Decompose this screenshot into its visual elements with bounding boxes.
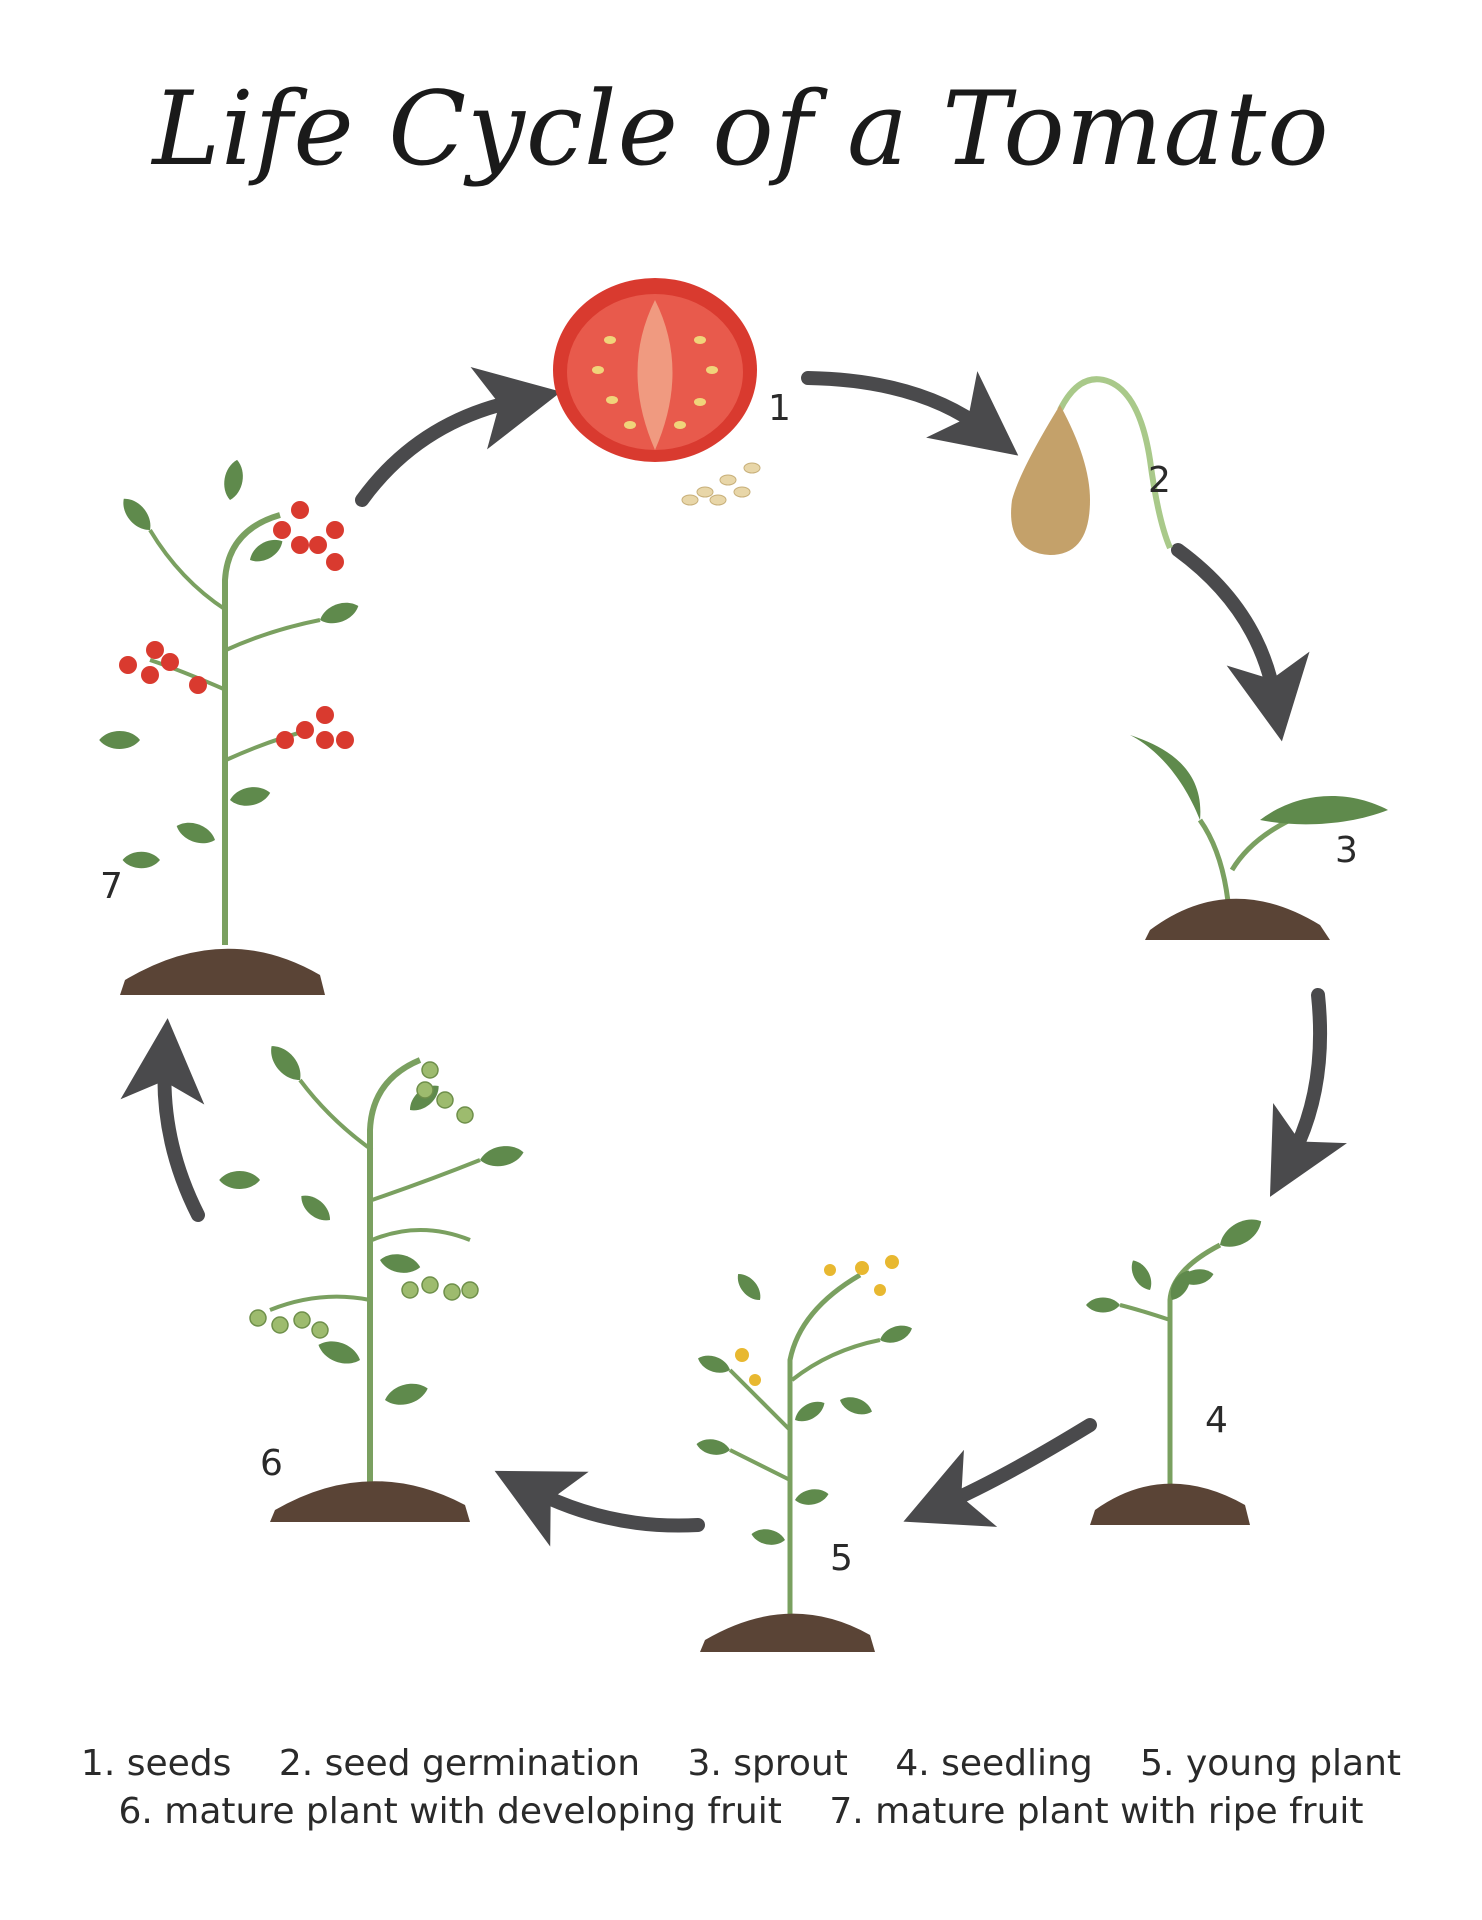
stage-5-young-plant-illustration	[695, 1255, 915, 1652]
arrow-7-to-1	[355, 367, 562, 507]
stage-number-4: 4	[1205, 1400, 1228, 1441]
arrow-2-to-3	[1171, 543, 1310, 742]
stage-number-5: 5	[830, 1538, 853, 1579]
stage-number-2: 2	[1148, 460, 1171, 501]
legend-item-1: 1. seeds	[80, 1743, 232, 1784]
legend-item-4: 4. seedling	[895, 1743, 1093, 1784]
legend-item-6: 6. mature plant with developing fruit	[118, 1791, 782, 1832]
stage-legend: 1. seeds 2. seed germination 3. sprout 4…	[0, 1740, 1482, 1836]
arrow-5-to-6	[494, 1470, 705, 1547]
stage-7-ripe-fruit-illustration	[99, 458, 362, 995]
arrow-4-to-5	[903, 1418, 1097, 1527]
legend-row-2: 6. mature plant with developing fruit 7.…	[0, 1788, 1482, 1836]
stage-3-sprout-illustration	[1130, 735, 1388, 940]
stage-number-1: 1	[768, 388, 791, 429]
stage-number-7: 7	[100, 866, 123, 907]
page-title: Life Cycle of a Tomato	[152, 70, 1330, 189]
cycle-arrows	[120, 367, 1347, 1547]
legend-item-7: 7. mature plant with ripe fruit	[829, 1791, 1364, 1832]
legend-item-5: 5. young plant	[1140, 1743, 1402, 1784]
stage-1-seeds-illustration	[553, 278, 761, 506]
stage-number-6: 6	[260, 1443, 283, 1484]
stage-4-seedling-illustration	[1086, 1212, 1267, 1525]
legend-item-2: 2. seed germination	[278, 1743, 641, 1784]
arrow-6-to-7	[120, 1018, 205, 1222]
stage-2-germination-illustration	[1011, 376, 1173, 555]
stage-6-developing-fruit-illustration	[219, 1039, 526, 1522]
arrow-3-to-4	[1269, 988, 1347, 1197]
legend-item-3: 3. sprout	[687, 1743, 848, 1784]
arrow-1-to-2	[801, 371, 1019, 456]
legend-row-1: 1. seeds 2. seed germination 3. sprout 4…	[0, 1740, 1482, 1788]
stage-number-3: 3	[1335, 830, 1358, 871]
